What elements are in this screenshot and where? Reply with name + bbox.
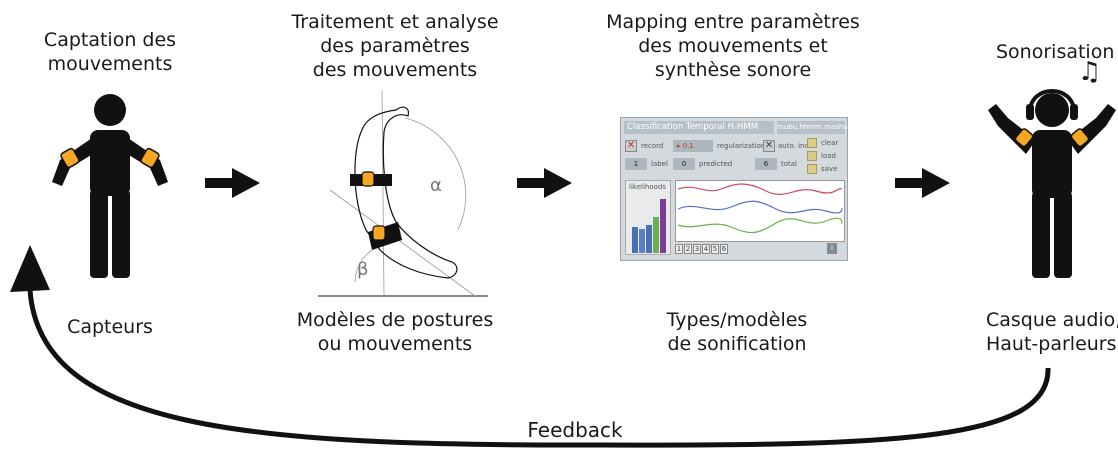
patch-tab-2[interactable]: 2 <box>684 244 692 254</box>
mapping-patch-panel: Classification Temporal H-HMM mubu.hhmm.… <box>620 117 852 261</box>
mapping-title-line2: des mouvements et <box>638 35 828 57</box>
clear-label: clear <box>821 139 839 147</box>
capture-title: Captation des mouvements <box>40 28 180 76</box>
capture-bottom: Capteurs <box>67 316 153 338</box>
arm-diagram <box>318 89 488 297</box>
auto-incr-label: auto. incr. <box>778 142 813 150</box>
record-toggle[interactable]: ✕ <box>625 140 637 152</box>
sound-bottom-line1: Casque audio, <box>986 309 1118 331</box>
mapping-bottom-line2: de sonification <box>667 333 807 355</box>
total-label: total <box>781 160 798 168</box>
processing-bottom-line1: Modèles de postures <box>296 309 494 331</box>
mapping-bottom-line1: Types/modèles <box>666 309 808 331</box>
feedback-arrow <box>27 289 1051 448</box>
feedback-label: Feedback <box>527 418 623 442</box>
processing-bottom: Modèles de postures ou mouvements <box>290 308 500 356</box>
processing-title-line2: des paramètres <box>320 35 470 57</box>
headphone-cup-right <box>1070 104 1078 120</box>
patch-tabs: 1 2 3 4 5 6 <box>675 244 728 254</box>
feedback-arrowhead <box>10 245 50 292</box>
likelihoods-label: likelihoods <box>629 183 666 191</box>
alpha-label: α <box>430 175 442 196</box>
regularization-value: 0.1 <box>682 142 694 150</box>
patch-header-right: mubu.hhmm.mashup <box>777 121 852 134</box>
processing-title-line1: Traitement et analyse <box>291 11 499 33</box>
sound-title: Sonorisation <box>996 41 1115 63</box>
sensor-sound-right <box>1070 128 1090 148</box>
figure-sound <box>988 93 1116 278</box>
sound-bottom: Casque audio, Haut-parleurs <box>986 308 1118 356</box>
mapping-title: Mapping entre paramètres des mouvements … <box>602 10 864 82</box>
processing-bottom-line2: ou mouvements <box>317 333 473 355</box>
mapping-bottom: Types/modèles de sonification <box>632 308 842 356</box>
likelihood-bars <box>632 199 666 253</box>
label-number-box[interactable]: 1 <box>625 158 647 170</box>
patch-tab-1[interactable]: 1 <box>675 244 683 254</box>
total-number-box: 6 <box>755 158 777 170</box>
save-button[interactable] <box>807 164 817 174</box>
arrow-1 <box>205 168 260 198</box>
predicted-number-box: 0 <box>673 158 695 170</box>
capture-title-line2: mouvements <box>47 53 173 75</box>
sensor-sound-left <box>1014 128 1034 148</box>
load-button[interactable] <box>807 151 817 161</box>
music-note-icon: ♫ <box>1078 57 1102 87</box>
patch-tab-5[interactable]: 5 <box>711 244 719 254</box>
headphone-cup-left <box>1026 104 1034 120</box>
load-label: load <box>821 152 836 160</box>
likelihoods-panel: likelihoods <box>625 180 671 255</box>
mapping-title-line3: synthèse sonore <box>654 59 812 81</box>
arm-sensor-upper <box>361 171 375 187</box>
info-button[interactable]: i <box>827 243 837 254</box>
sensor-left <box>60 147 80 169</box>
likelihood-plot <box>675 180 845 242</box>
label-text: label <box>651 160 668 168</box>
regularization-box[interactable]: ▸ 0.1 <box>673 140 713 152</box>
sensor-right <box>140 147 160 169</box>
capture-title-line1: Captation des <box>43 29 177 51</box>
patch-tab-6[interactable]: 6 <box>720 244 728 254</box>
auto-incr-toggle[interactable]: ✕ <box>763 140 775 152</box>
patch-tab-4[interactable]: 4 <box>702 244 710 254</box>
clear-button[interactable] <box>807 138 817 148</box>
processing-title: Traitement et analyse des paramètres des… <box>290 10 500 82</box>
record-label: record <box>641 142 664 150</box>
patch-tab-3[interactable]: 3 <box>693 244 701 254</box>
beta-label: β <box>357 259 369 280</box>
sound-bottom-line2: Haut-parleurs <box>986 333 1117 355</box>
arrow-2 <box>517 168 572 198</box>
mapping-title-line1: Mapping entre paramètres <box>606 11 860 33</box>
save-label: save <box>821 165 838 173</box>
likelihood-curves <box>677 183 843 234</box>
patch-header: Classification Temporal H-HMM <box>624 121 774 134</box>
processing-title-line3: des mouvements <box>312 59 478 81</box>
predicted-label: predicted <box>699 160 733 168</box>
regularization-label: regularization <box>717 142 766 150</box>
figure-capture <box>52 94 168 278</box>
arm-sensor-lower <box>372 225 386 241</box>
arrow-3 <box>895 168 950 198</box>
